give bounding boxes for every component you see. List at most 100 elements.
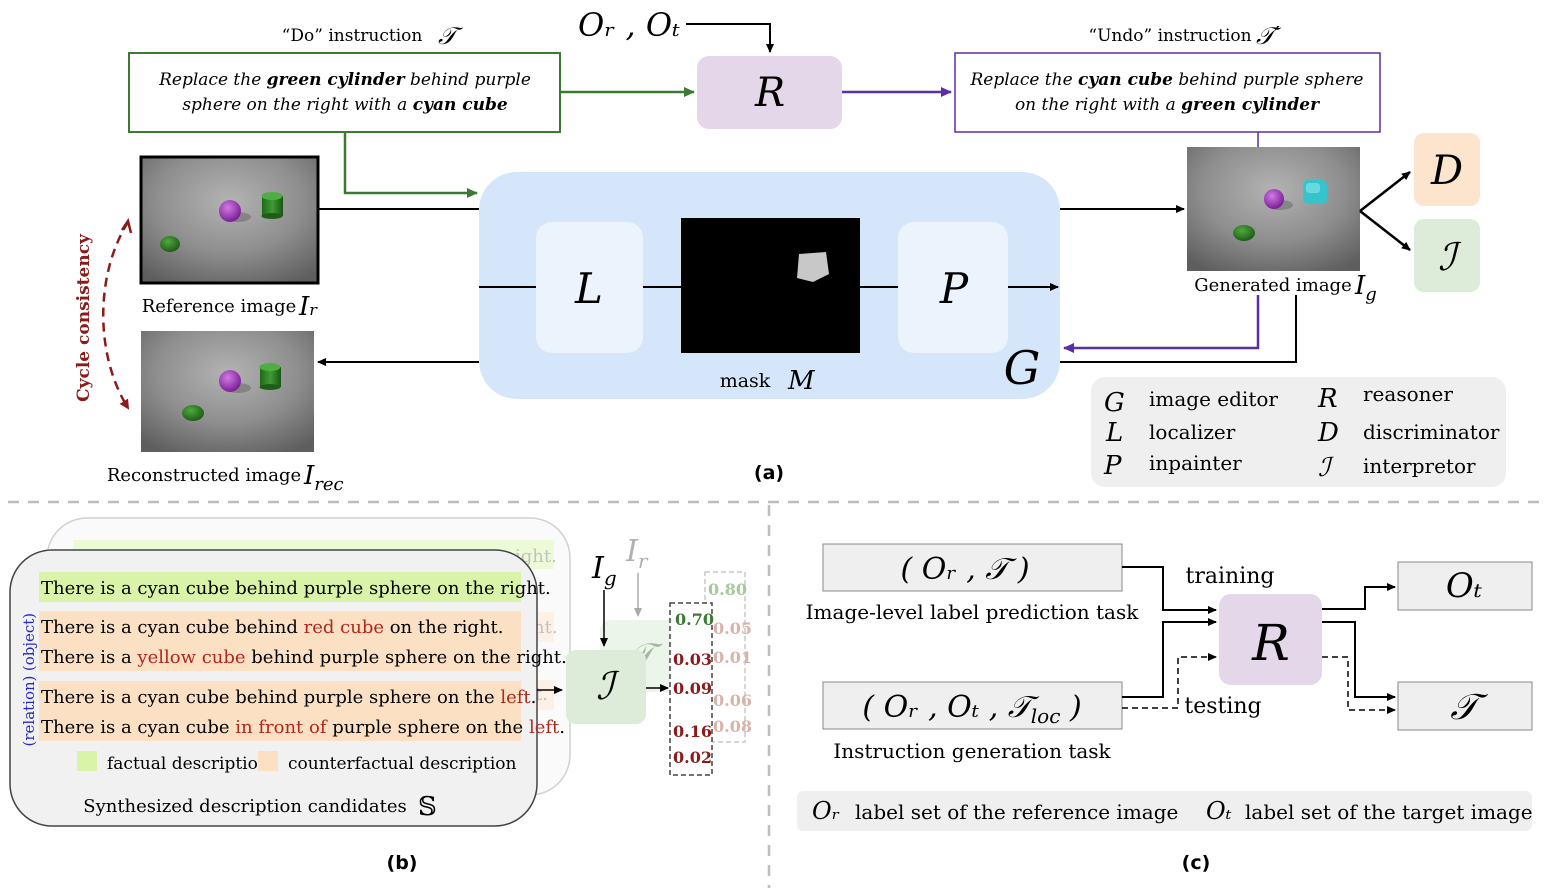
back-score-3: 0.06 (713, 691, 752, 710)
editor-symbol: G (1004, 341, 1041, 395)
svg-text:localizer: localizer (1149, 420, 1236, 444)
legend-inpainter: P inpainter (1103, 451, 1242, 481)
reconstructed-image-symbol: Irec (303, 461, 344, 495)
sentence-object-2: There is a yellow cube behind purple sph… (41, 647, 567, 668)
svg-text:D: D (1317, 418, 1339, 448)
mask-symbol: M (787, 366, 816, 396)
back-score-2: 0.01 (713, 648, 752, 667)
legend-reasoner: R reasoner (1317, 382, 1453, 414)
do-to-editor-arrow (343, 132, 478, 198)
ig-input-label: Ig (591, 551, 617, 590)
task1-input: ( Oᵣ , 𝒯 ) (900, 552, 1029, 587)
sentence-relation-1: There is a cyan cube behind purple spher… (41, 687, 536, 708)
undo-instruction-line2: on the right with a green cylinder (1015, 95, 1320, 115)
interpreter-box-b (566, 650, 646, 724)
svg-text:reasoner: reasoner (1363, 382, 1453, 406)
discriminator-symbol: D (1430, 148, 1463, 194)
legend-or-symbol: Oᵣ (812, 797, 840, 825)
legend-interpretor: ℐ interpretor (1318, 453, 1476, 483)
task1-label: Image-level label prediction task (806, 600, 1140, 624)
reasoner-symbol-c: R (1251, 614, 1290, 672)
localizer-symbol: L (574, 264, 603, 313)
caption-b: (b) (387, 852, 418, 874)
score-1: 0.03 (673, 650, 712, 669)
candidates-symbol: 𝕊 (418, 792, 437, 822)
counterfactual-swatch (258, 751, 278, 771)
cycle-consistency-arrow (102, 221, 130, 410)
do-instruction-line2: sphere on the right with a cyan cube (182, 95, 508, 115)
scores: 0.70 0.03 0.09 0.16 0.02 (673, 610, 714, 767)
mask-image (681, 218, 860, 353)
caption-a: (a) (754, 462, 784, 484)
discriminator-box (1414, 133, 1480, 206)
svg-text:discriminator: discriminator (1363, 420, 1500, 444)
generated-feedback-line (1060, 295, 1297, 363)
back-score-0: 0.80 (708, 580, 747, 599)
undo-instruction-symbol: 𝒯′ (1256, 22, 1282, 50)
generated-to-discriminator-arrow (1359, 171, 1411, 212)
relation-rows-bg (39, 681, 521, 741)
score-3: 0.16 (673, 722, 712, 741)
reference-image-label: Reference image (142, 296, 297, 317)
svg-text:ℐ: ℐ (1318, 453, 1334, 483)
legend-or-text: label set of the reference image (855, 800, 1178, 824)
svg-text:P: P (1103, 451, 1122, 481)
mask-region (797, 252, 829, 282)
svg-text:inpainter: inpainter (1149, 451, 1242, 475)
testing-label: testing (1184, 694, 1261, 719)
factual-legend-label: factual description (107, 754, 269, 774)
object-tag: (object) (20, 613, 38, 671)
svg-text:R: R (1317, 384, 1338, 414)
relation-tag: (relation) (20, 675, 38, 746)
task2-input: ( Oᵣ , Oₜ , 𝒯loc ) (862, 690, 1081, 728)
task2-label: Instruction generation task (833, 739, 1111, 763)
task2-input-box (822, 681, 1123, 730)
cycle-consistency-label: Cycle consistency (74, 233, 94, 402)
generated-image (1187, 147, 1360, 271)
svg-text:G: G (1104, 388, 1125, 418)
svg-text:image editor: image editor (1149, 387, 1278, 411)
legend-editor: G image editor (1104, 387, 1278, 418)
candidates-label: Synthesized description candidates (83, 796, 407, 817)
legend-c-box (797, 791, 1532, 831)
output-ot: Oₜ (1446, 566, 1483, 606)
caption-c: (c) (1182, 852, 1211, 874)
score-2: 0.09 (673, 679, 712, 698)
localizer-box (536, 222, 643, 353)
legend-discriminator: D discriminator (1317, 418, 1500, 448)
score-0: 0.70 (675, 610, 714, 629)
undo-instruction-label: “Undo” instruction (1088, 26, 1251, 46)
do-instruction-line1: Replace the green cylinder behind purple (158, 70, 531, 90)
ghost-ir-label: Ir (625, 534, 649, 573)
generated-image-symbol: Ig (1354, 271, 1377, 305)
svg-text:ight.: ight. (515, 546, 557, 567)
object-rows-bg (39, 611, 521, 671)
reasoner-to-t-testing-arrow (1322, 656, 1396, 714)
reasoner-to-ot-arrow (1322, 583, 1396, 610)
inpainter-box (898, 222, 1008, 353)
generated-image-label: Generated image (1194, 275, 1351, 296)
undo-instruction-box (954, 52, 1381, 133)
inpainter-symbol: P (939, 264, 969, 313)
undo-instruction-line1: Replace the cyan cube behind purple sphe… (970, 70, 1364, 90)
or-ot-input-label: Oᵣ , Oₜ (578, 6, 680, 44)
svg-text:ht.: ht. (533, 617, 558, 638)
task2-training-arrow (1122, 618, 1217, 698)
generated-to-interpreter-arrow (1359, 210, 1411, 251)
back-scores: 0.80 0.05 0.01 0.06 0.08 (708, 580, 752, 736)
back-score-4: 0.08 (713, 717, 752, 736)
do-instruction-box (128, 52, 561, 133)
reasoner-to-t-arrow (1322, 621, 1396, 701)
cycle-consistency-arrowhead-top (120, 217, 133, 234)
legend-ot-symbol: Oₜ (1206, 797, 1232, 825)
scores-box (669, 602, 713, 776)
sentence-factual: There is a cyan cube behind purple spher… (41, 578, 551, 599)
legend-localizer: L localizer (1105, 418, 1236, 448)
interpreter-box (1414, 219, 1480, 292)
counterfactual-legend-label: counterfactual description (288, 754, 517, 774)
svg-text:interpretor: interpretor (1363, 454, 1476, 478)
output-ot-box (1397, 561, 1533, 611)
reasoner-symbol: R (754, 70, 785, 116)
